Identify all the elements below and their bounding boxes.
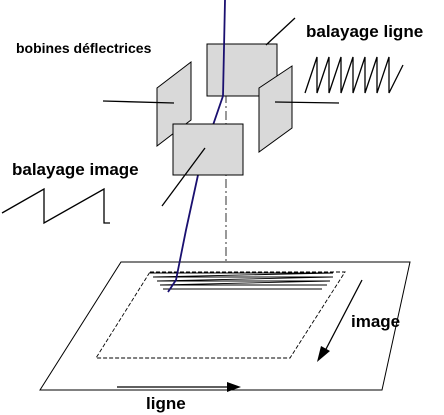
plate-front — [172, 123, 244, 176]
deflection-coils-label: bobines déflectrices — [16, 40, 152, 56]
line-scan-label: balayage ligne — [306, 22, 424, 41]
line-scan-waveform — [304, 56, 404, 94]
frame-direction-label: image — [351, 312, 401, 331]
image-direction-arrow — [324, 279, 363, 352]
line-scan-lead — [265, 17, 296, 46]
raster-lines — [150, 272, 334, 290]
plate-right-lead — [274, 101, 340, 104]
plate-left-lead — [102, 100, 175, 104]
plate-right — [258, 65, 293, 153]
line-direction-label: ligne — [146, 394, 186, 413]
frame-scan-label: balayage image — [12, 160, 139, 179]
plate-front-lead — [161, 147, 206, 207]
image-direction-arrowhead — [317, 346, 330, 362]
screen-plane — [39, 261, 411, 391]
scanned-frame — [95, 271, 346, 359]
frame-scan-waveform — [1, 187, 110, 225]
line-direction-arrowhead — [227, 382, 241, 392]
